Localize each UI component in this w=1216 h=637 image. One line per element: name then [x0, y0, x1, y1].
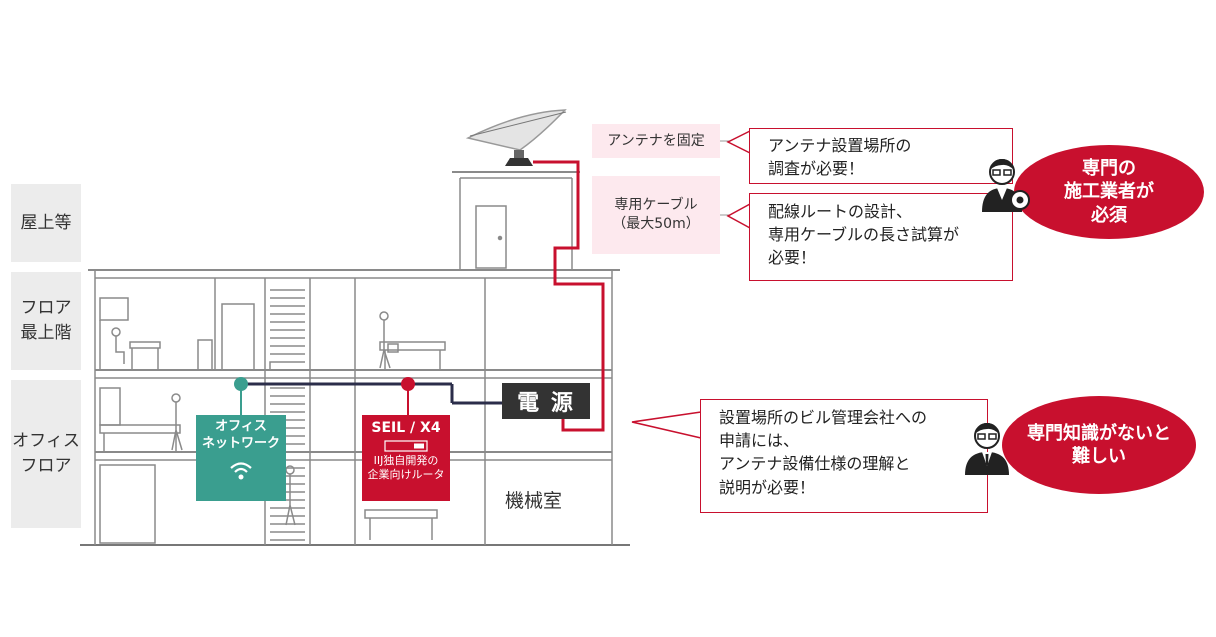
application-bubble: 設置場所のビル管理会社への 申請には、 アンテナ設備仕様の理解と 説明が必要！ [700, 399, 988, 513]
satellite-dish-icon [465, 109, 567, 166]
wifi-icon [230, 462, 252, 480]
floor-label-office-floor: オフィス フロア [11, 380, 81, 528]
engineer-icon [982, 159, 1030, 212]
dedicated-cable-label: 専用ケーブル （最大50m） [592, 176, 720, 254]
fix-antenna-label: アンテナを固定 [592, 124, 720, 158]
office-network-box: オフィス ネットワーク [196, 415, 286, 501]
seil-label: SEIL / X4 [371, 420, 441, 436]
seil-router-box: SEIL / X4 IIJ独自開発の 企業向けルータ [362, 415, 450, 501]
power-box: 電 源 [502, 383, 590, 419]
specialist-callout: 専門の 施工業者が 必須 [1014, 145, 1204, 239]
floor-label-rooftop: 屋上等 [11, 184, 81, 262]
route-bubble: 配線ルートの設計、 専用ケーブルの長さ試算が 必要！ [749, 193, 1013, 281]
router-description: IIJ独自開発の 企業向けルータ [367, 454, 445, 482]
router-icon [384, 440, 428, 452]
floor-label-top-floor: フロア 最上階 [11, 272, 81, 370]
survey-bubble: アンテナ設置場所の 調査が必要！ [749, 128, 1013, 184]
machine-room-label: 機械室 [505, 490, 563, 512]
difficult-callout: 専門知識がないと 難しい [1002, 396, 1196, 494]
office-network-label: オフィス ネットワーク [201, 419, 280, 451]
businessman-icon [965, 423, 1009, 475]
dedicated-cable [533, 160, 605, 432]
